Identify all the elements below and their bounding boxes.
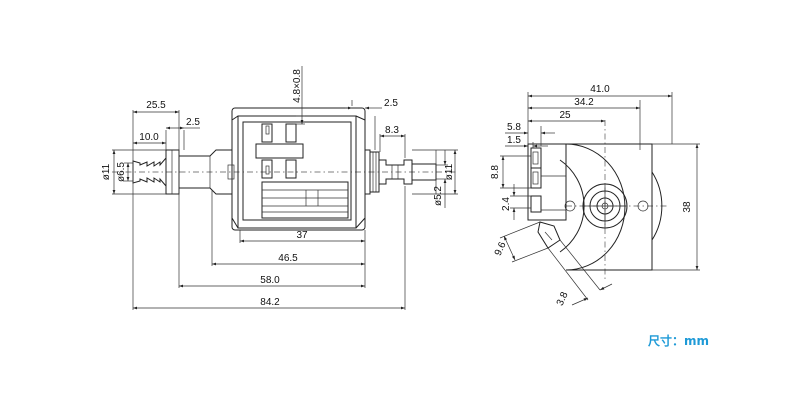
- dim-phi6-5: ø6.5: [116, 162, 127, 182]
- dim-phi5-2: ø5.2: [433, 186, 444, 206]
- pump-body: [227, 107, 366, 231]
- side-view: 25.5 2.5 10.0 4.8×0.8 2.5 8.3 37 46.5 58…: [101, 66, 458, 310]
- dim-25-5: 25.5: [146, 100, 166, 111]
- dim-5-8: 5.8: [507, 122, 521, 133]
- dim-46-5: 46.5: [278, 253, 298, 264]
- unit-label: 尺寸：mm: [648, 333, 709, 348]
- dim-8-3: 8.3: [385, 125, 399, 136]
- dim-2-4: 2.4: [501, 197, 512, 211]
- side-dimension-lines: [112, 66, 457, 310]
- dim-2-5-left: 2.5: [186, 117, 200, 128]
- dim-phi11-right: ø11: [444, 163, 455, 180]
- dim-9-6: 9.6: [493, 240, 509, 258]
- end-view: 41.0 34.2 25 5.8 1.5 8.8 2.4 38 9.6 3.8: [490, 84, 700, 308]
- end-housing: [559, 143, 663, 271]
- dim-25: 25: [559, 110, 571, 121]
- side-dimension-labels: 25.5 2.5 10.0 4.8×0.8 2.5 8.3 37 46.5 58…: [101, 69, 455, 308]
- end-dimension-labels: 41.0 34.2 25 5.8 1.5 8.8 2.4 38 9.6 3.8: [490, 84, 693, 308]
- end-extension-lines: [499, 92, 700, 301]
- side-extension-lines: [112, 100, 458, 310]
- dim-1-5: 1.5: [507, 135, 521, 146]
- terminal-lower: [261, 159, 273, 179]
- dim-phi11-left: ø11: [101, 163, 112, 180]
- dim-2-5-right: 2.5: [384, 98, 398, 109]
- dim-4-8x0-8: 4.8×0.8: [292, 69, 303, 103]
- end-dimension-lines: [501, 94, 699, 306]
- dim-10-0: 10.0: [139, 132, 159, 143]
- terminal-upper: [261, 123, 273, 143]
- dim-84-2: 84.2: [260, 297, 280, 308]
- dim-41-0: 41.0: [590, 84, 610, 95]
- dim-38: 38: [682, 201, 693, 213]
- dim-8-8: 8.8: [490, 165, 501, 179]
- dim-3-8: 3.8: [555, 290, 571, 308]
- dim-58-0: 58.0: [260, 275, 280, 286]
- end-connector: [527, 143, 567, 249]
- outlet-fitting: [365, 149, 437, 195]
- dim-34-2: 34.2: [574, 97, 594, 108]
- dim-37: 37: [296, 230, 308, 241]
